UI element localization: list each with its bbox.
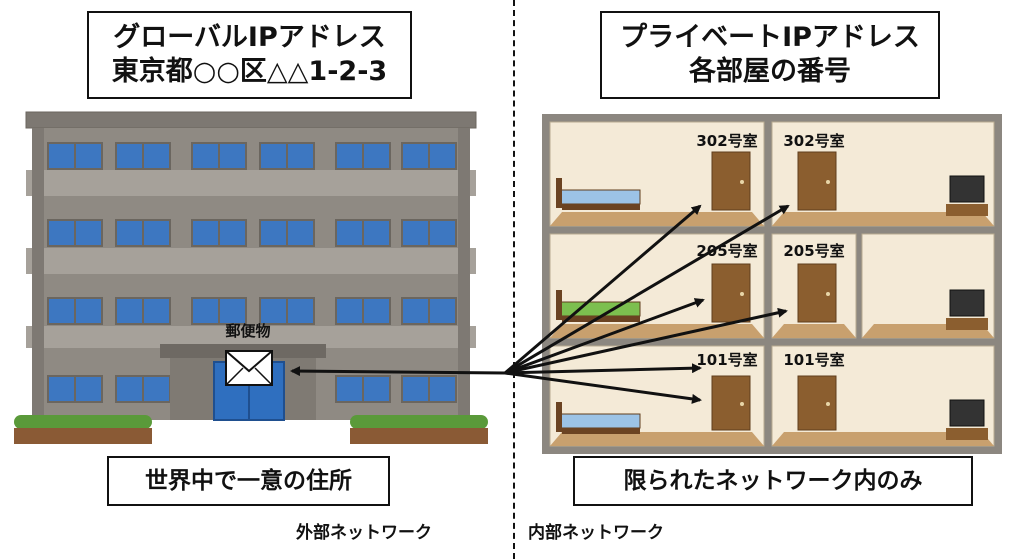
- room-floor: [772, 324, 856, 338]
- room-label-302-b: 302号室: [783, 132, 844, 150]
- arrow-to-302-b: [504, 204, 790, 375]
- tv-screen: [949, 289, 985, 317]
- private-ip-subtitle: 各部屋の番号: [689, 56, 851, 87]
- private-caption-box: 限られたネットワーク内のみ: [573, 456, 973, 506]
- bed-headboard: [556, 402, 562, 432]
- tv-screen: [949, 399, 985, 427]
- arrow-to-101-b: [504, 371, 702, 404]
- bed-headboard: [556, 178, 562, 208]
- door-knob: [740, 180, 744, 184]
- door: [797, 151, 837, 211]
- tv-stand: [946, 204, 988, 216]
- door-knob: [826, 292, 830, 296]
- private-caption: 限られたネットワーク内のみ: [623, 467, 923, 494]
- room-floor: [772, 432, 994, 446]
- bed-frame: [562, 428, 640, 434]
- room-label-205-b: 205号室: [783, 242, 844, 260]
- arrow-to-302-a: [504, 204, 702, 375]
- door-knob: [826, 180, 830, 184]
- mail-label: 郵便物: [225, 322, 270, 340]
- bed: [559, 413, 641, 429]
- tv-screen: [949, 175, 985, 203]
- tv-stand: [946, 428, 988, 440]
- room-label-101-a: 101号室: [696, 351, 757, 369]
- door: [711, 263, 751, 323]
- room-label-205-a: 205号室: [696, 242, 757, 260]
- bed-frame: [562, 204, 640, 210]
- room-grid: [549, 121, 995, 447]
- global-caption-box: 世界中で一意の住所: [107, 456, 390, 506]
- external-network-label: 外部ネットワーク: [296, 523, 432, 543]
- arrow-to-205-b: [504, 307, 788, 375]
- room-floor: [550, 432, 764, 446]
- door: [797, 263, 837, 323]
- room-floor: [550, 212, 764, 226]
- bed-headboard: [556, 290, 562, 320]
- global-caption: 世界中で一意の住所: [145, 467, 352, 494]
- building-windows: [47, 142, 457, 403]
- bed-frame: [562, 316, 640, 322]
- private-ip-title: プライベートIPアドレス: [620, 22, 920, 54]
- door-knob: [740, 292, 744, 296]
- hedges: [14, 415, 488, 444]
- room-label-101-b: 101号室: [783, 351, 844, 369]
- door: [711, 375, 751, 431]
- private-ip-title-box: プライベートIPアドレス 各部屋の番号: [600, 11, 940, 99]
- room-label-302-a: 302号室: [696, 132, 757, 150]
- bed: [559, 189, 641, 205]
- tv-stand: [946, 318, 988, 330]
- internal-network-label: 内部ネットワーク: [528, 523, 664, 543]
- network-divider: [513, 0, 515, 559]
- global-ip-title: グローバルIPアドレス: [113, 22, 386, 54]
- envelope-icon: [225, 350, 273, 386]
- door: [797, 375, 837, 431]
- door-knob: [826, 402, 830, 406]
- arrow-to-101-a: [504, 363, 702, 375]
- door: [711, 151, 751, 211]
- room-floor: [772, 212, 994, 226]
- door-knob: [740, 402, 744, 406]
- arrow-to-205-a: [504, 298, 705, 375]
- global-ip-address: 東京都○○区△△1-2-3: [111, 56, 388, 87]
- arrow-to-envelope: [290, 366, 506, 377]
- routing-arrows: [290, 204, 790, 404]
- global-ip-title-box: グローバルIPアドレス 東京都○○区△△1-2-3: [87, 11, 412, 99]
